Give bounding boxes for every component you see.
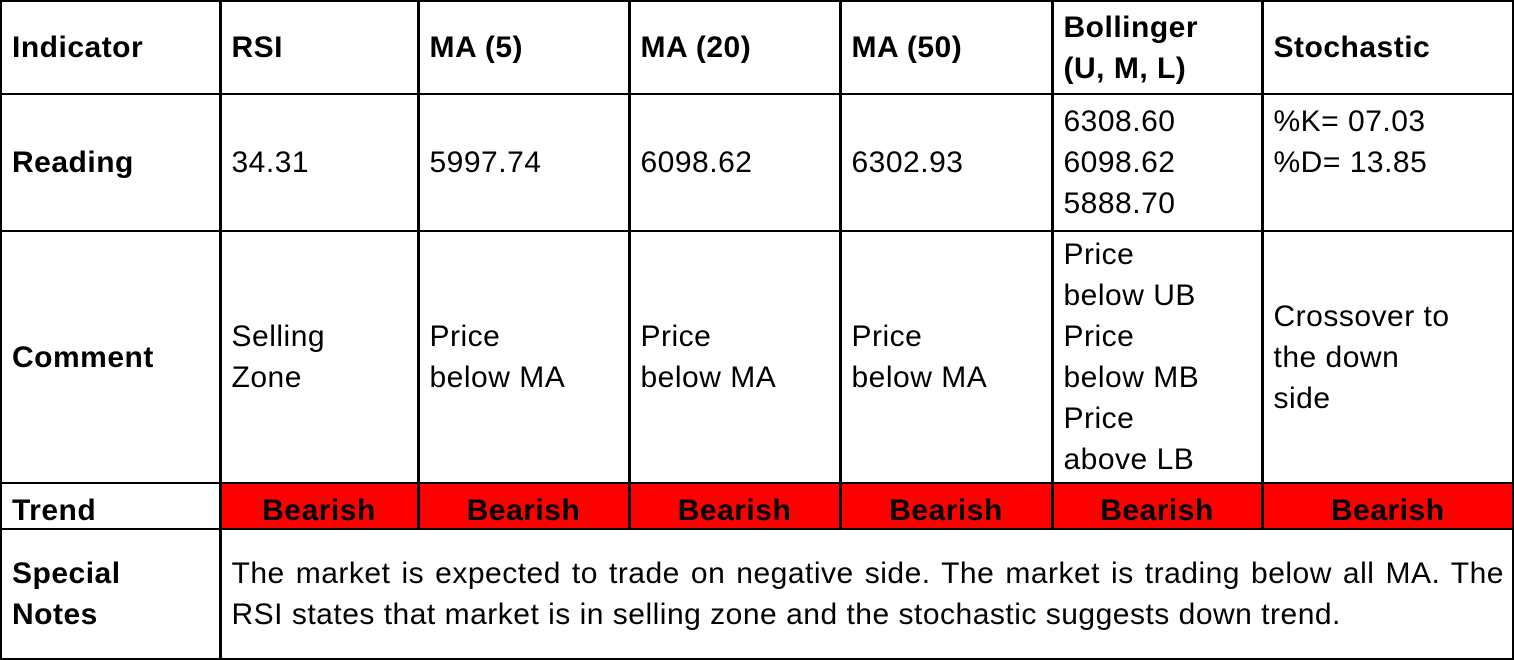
reading-label: Reading [0, 93, 221, 232]
comment-row: Comment Selling Zone Price below MA Pric… [0, 230, 1514, 484]
trend-rsi: Bearish [218, 482, 419, 530]
header-bollinger: Bollinger (U, M, L) [1050, 0, 1263, 95]
header-row: Indicator RSI MA (5) MA (20) MA (50) Bol… [0, 0, 1514, 95]
comment-ma5: Price below MA [416, 230, 630, 484]
header-ma20: MA (20) [627, 0, 841, 95]
trend-ma20: Bearish [627, 482, 841, 530]
comment-bollinger: Price below UB Price below MB Price abov… [1050, 230, 1263, 484]
header-ma5: MA (5) [416, 0, 630, 95]
comment-ma20: Price below MA [627, 230, 841, 484]
comment-stochastic: Crossover to the down side [1260, 230, 1514, 484]
notes-row: Special Notes The market is expected to … [0, 528, 1514, 660]
notes-text: The market is expected to trade on negat… [218, 528, 1514, 660]
header-indicator: Indicator [0, 0, 221, 95]
trend-stochastic: Bearish [1260, 482, 1514, 530]
reading-bollinger: 6308.60 6098.62 5888.70 [1050, 93, 1263, 232]
reading-ma20: 6098.62 [627, 93, 841, 232]
trend-bollinger: Bearish [1050, 482, 1263, 530]
reading-stochastic: %K= 07.03 %D= 13.85 [1260, 93, 1514, 232]
reading-ma5: 5997.74 [416, 93, 630, 232]
trend-row: Trend Bearish Bearish Bearish Bearish Be… [0, 482, 1514, 530]
reading-rsi: 34.31 [218, 93, 419, 232]
header-rsi: RSI [218, 0, 419, 95]
trend-label: Trend [0, 482, 221, 530]
trend-ma5: Bearish [416, 482, 630, 530]
reading-ma50: 6302.93 [838, 93, 1053, 232]
notes-label: Special Notes [0, 528, 221, 660]
comment-rsi: Selling Zone [218, 230, 419, 484]
comment-label: Comment [0, 230, 221, 484]
comment-ma50: Price below MA [838, 230, 1053, 484]
reading-row: Reading 34.31 5997.74 6098.62 6302.93 63… [0, 93, 1514, 232]
trend-ma50: Bearish [838, 482, 1053, 530]
header-ma50: MA (50) [838, 0, 1053, 95]
header-stochastic: Stochastic [1260, 0, 1514, 95]
